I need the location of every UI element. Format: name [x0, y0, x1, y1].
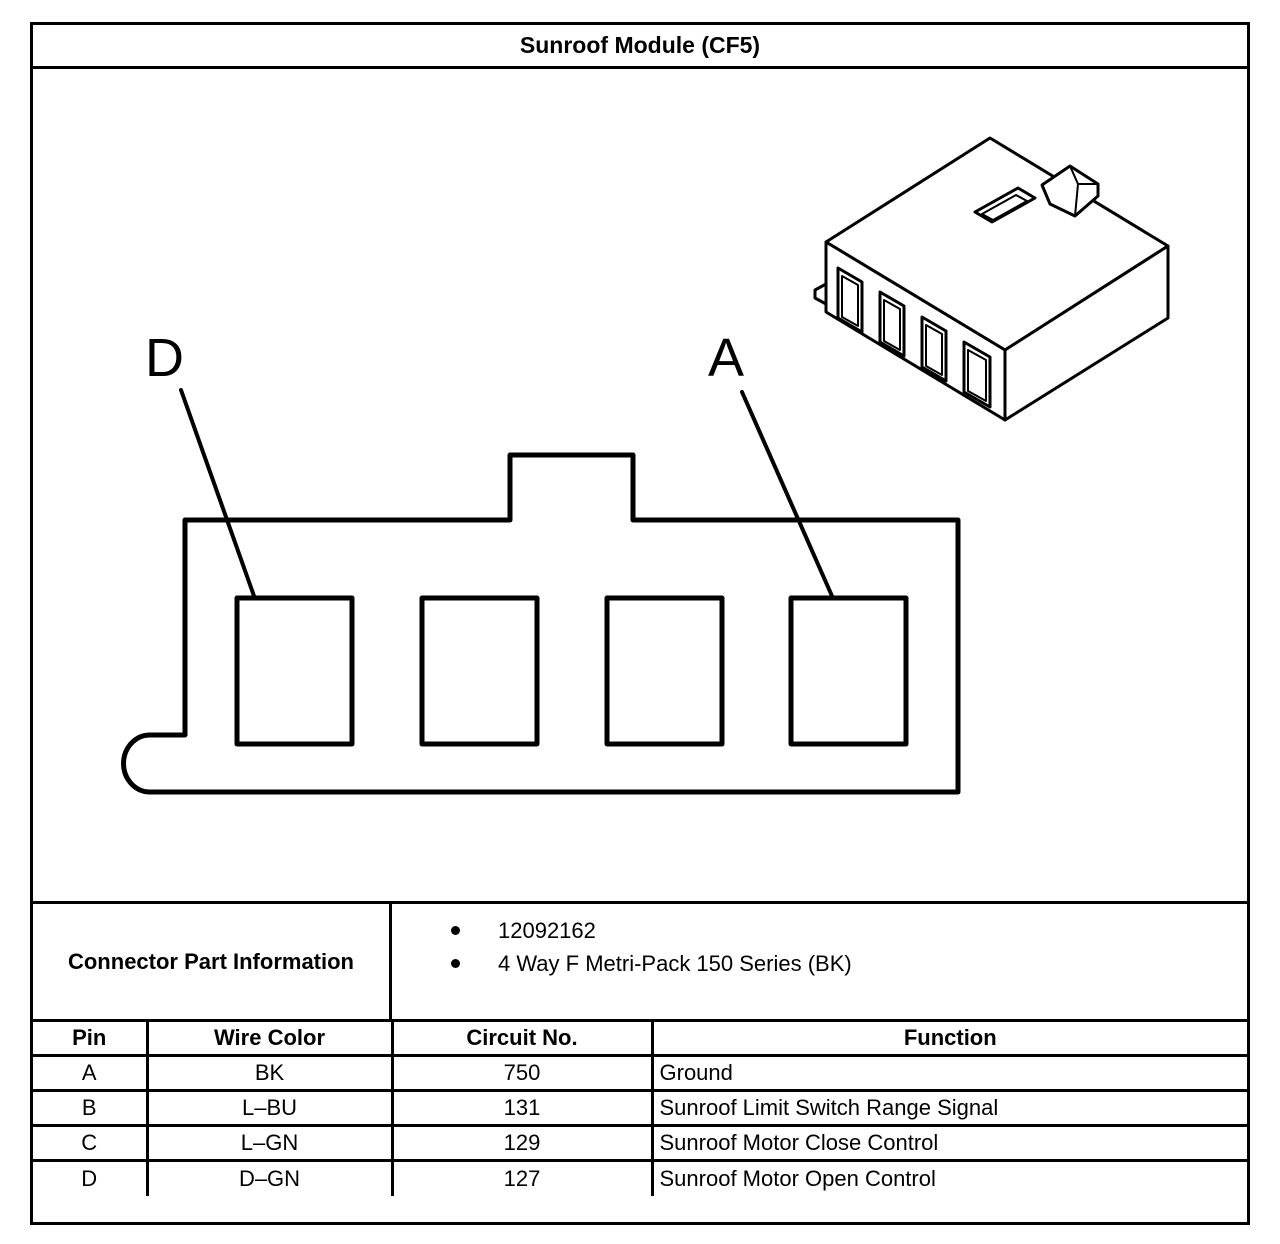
table-row: B L–BU 131 Sunroof Limit Switch Range Si…: [33, 1089, 1247, 1127]
function-cell: Sunroof Motor Close Control: [650, 1124, 1247, 1162]
bullet-icon: [451, 926, 460, 935]
cavity-a: [788, 595, 909, 747]
cavity-c: [419, 595, 540, 747]
connector-sheet: Sunroof Module (CF5) Connector Part Info…: [30, 22, 1250, 1225]
circuit-cell: 129: [390, 1124, 654, 1162]
pin-label-d: D: [145, 328, 184, 388]
leader-line-a: [740, 390, 834, 598]
pinout-table: Pin Wire Color Circuit No. Function A BK…: [33, 1019, 1247, 1196]
table-row: A BK 750 Ground: [33, 1054, 1247, 1092]
wire-color-cell: D–GN: [145, 1159, 394, 1196]
header-circuit-no: Circuit No.: [390, 1019, 654, 1057]
circuit-cell: 127: [390, 1159, 654, 1196]
pin-cell: A: [33, 1054, 149, 1092]
pin-label-a: A: [708, 328, 744, 388]
function-cell: Sunroof Motor Open Control: [650, 1159, 1247, 1196]
circuit-cell: 750: [390, 1054, 654, 1092]
connector-isometric-icon: [813, 136, 1170, 422]
connector-face-outline: [121, 452, 961, 795]
connector-part-info-label: Connector Part Information: [33, 904, 392, 1019]
leader-line-d: [179, 388, 256, 598]
part-number-item: 12092162: [443, 914, 852, 947]
connector-type: 4 Way F Metri-Pack 150 Series (BK): [498, 951, 852, 976]
wire-color-cell: BK: [145, 1054, 394, 1092]
pin-cell: D: [33, 1159, 149, 1196]
page-title: Sunroof Module (CF5): [33, 25, 1247, 69]
table-row: C L–GN 129 Sunroof Motor Close Control: [33, 1124, 1247, 1162]
wire-color-cell: L–BU: [145, 1089, 394, 1127]
cavity-b: [604, 595, 725, 747]
header-pin: Pin: [33, 1019, 149, 1057]
function-cell: Ground: [650, 1054, 1247, 1092]
part-number: 12092162: [498, 918, 596, 943]
wire-color-cell: L–GN: [145, 1124, 394, 1162]
pin-cell: C: [33, 1124, 149, 1162]
function-cell: Sunroof Limit Switch Range Signal: [650, 1089, 1247, 1127]
connector-part-list: 12092162 4 Way F Metri-Pack 150 Series (…: [443, 914, 852, 980]
circuit-cell: 131: [390, 1089, 654, 1127]
cavity-d: [234, 595, 355, 747]
connector-part-info: Connector Part Information 12092162 4 Wa…: [33, 901, 1247, 1019]
pin-cell: B: [33, 1089, 149, 1127]
table-header-row: Pin Wire Color Circuit No. Function: [33, 1019, 1247, 1057]
header-wire-color: Wire Color: [145, 1019, 394, 1057]
connector-type-item: 4 Way F Metri-Pack 150 Series (BK): [443, 947, 852, 980]
bullet-icon: [451, 959, 460, 968]
table-row: D D–GN 127 Sunroof Motor Open Control: [33, 1159, 1247, 1196]
header-function: Function: [650, 1019, 1247, 1057]
